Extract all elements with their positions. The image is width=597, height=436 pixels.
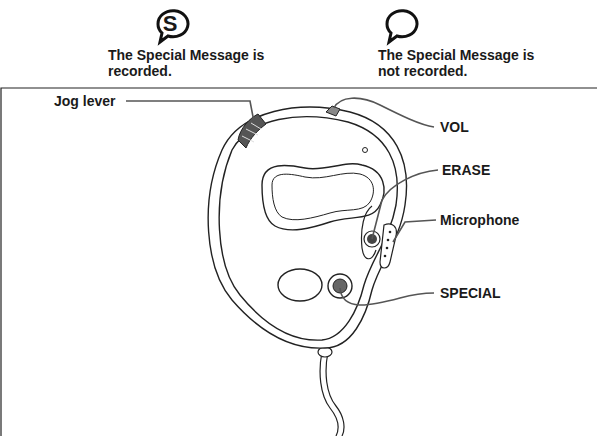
part-name: VOL bbox=[440, 119, 469, 135]
recorded-symbol: S bbox=[158, 13, 182, 35]
part-name: Jog lever bbox=[54, 93, 115, 109]
status-caption: The Special Message is recorded. bbox=[108, 47, 273, 79]
not-recorded-icon bbox=[387, 11, 417, 42]
part-name: SPECIAL bbox=[440, 285, 501, 301]
frame bbox=[1, 88, 597, 436]
recorded-icon bbox=[158, 11, 188, 42]
leader-lines bbox=[126, 98, 438, 305]
status-caption: The Special Message is not recorded. bbox=[378, 47, 543, 79]
part-name: ERASE bbox=[442, 162, 490, 178]
part-name: Microphone bbox=[440, 212, 519, 228]
